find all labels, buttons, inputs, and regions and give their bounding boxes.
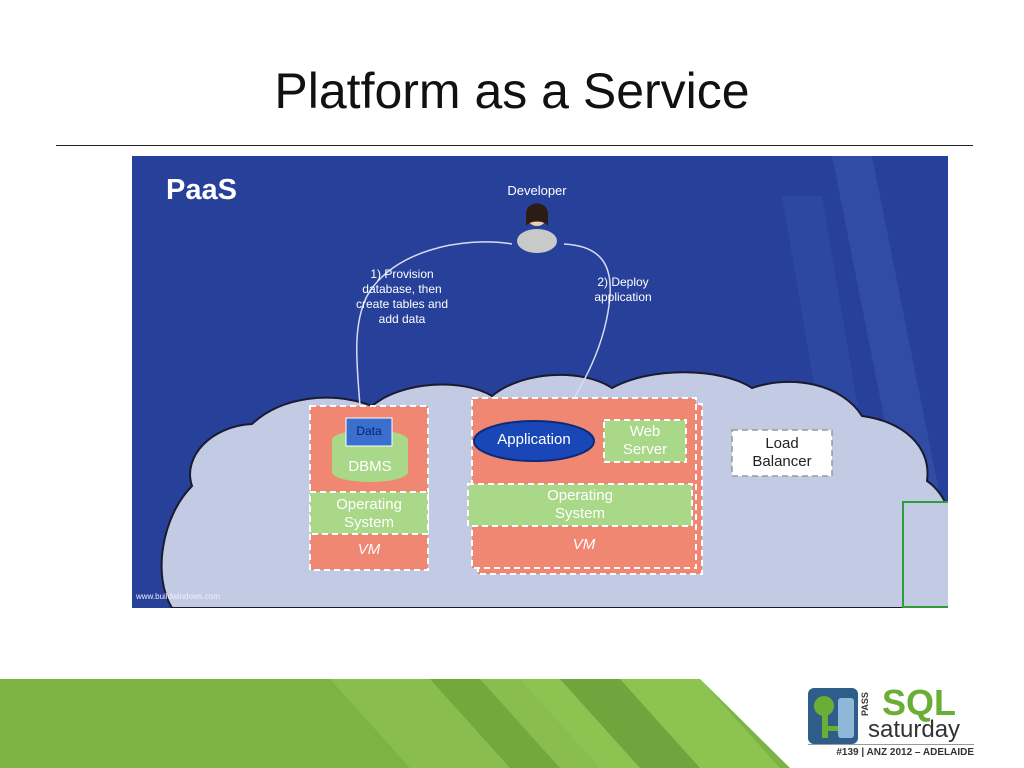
web-server-line: Server xyxy=(622,441,668,458)
os-left-line: System xyxy=(343,514,394,531)
developer-icon xyxy=(517,203,557,253)
step1-line: create tables and xyxy=(355,297,449,311)
logo-key-icon xyxy=(808,688,858,744)
load-balancer-label: Load Balancer xyxy=(732,435,832,471)
step1-line: 1) Provision xyxy=(370,267,434,281)
logo-saturday: saturday xyxy=(868,716,961,743)
logo-event: #139 | ANZ 2012 – ADELAIDE xyxy=(808,744,974,758)
os-left-line: Operating xyxy=(336,496,402,513)
slide-title: Platform as a Service xyxy=(274,63,750,119)
os-left-label: Operating System xyxy=(310,496,428,532)
os-right-line: System xyxy=(554,505,605,522)
vm-right-label: VM xyxy=(572,536,596,553)
os-right-line: Operating xyxy=(547,487,613,504)
load-balancer-box xyxy=(731,429,833,477)
paas-diagram: PaaS Developer 1) Provision database, th… xyxy=(132,156,948,608)
title-divider xyxy=(56,145,973,146)
vm-left-label: VM xyxy=(357,541,381,558)
footer-band xyxy=(0,679,790,768)
diagram-graphics xyxy=(160,156,948,608)
step1-line: add data xyxy=(378,312,426,326)
step2-line: application xyxy=(594,290,652,304)
data-label: Data xyxy=(356,424,382,438)
step2-label: 2) Deploy application xyxy=(578,275,668,305)
left-vm-stack xyxy=(309,405,429,571)
logo-pass: PASS xyxy=(860,692,870,716)
application-label: Application xyxy=(497,431,571,448)
source-credit: www.buildwindows.com xyxy=(136,592,221,601)
dbms-label: DBMS xyxy=(348,458,392,475)
step2-line: 2) Deploy xyxy=(597,275,649,289)
green-accent-inner xyxy=(904,503,948,606)
web-server-label: Web Server xyxy=(604,423,686,459)
arrow-provision xyxy=(355,241,513,407)
right-vm-stack xyxy=(467,397,703,575)
sql-saturday-logo: PASS SQL saturday #139 | ANZ 2012 – ADEL… xyxy=(808,682,974,762)
load-balancer-line: Balancer xyxy=(752,453,812,470)
step1-line: database, then xyxy=(362,282,442,296)
paas-heading: PaaS xyxy=(166,174,237,206)
step1-label: 1) Provision database, then create table… xyxy=(342,267,462,327)
load-balancer-line: Load xyxy=(765,435,799,452)
logo-sql: SQL xyxy=(882,682,957,723)
os-right-label: Operating System xyxy=(468,487,692,523)
footer-streak xyxy=(430,679,560,768)
developer-label: Developer xyxy=(507,183,567,198)
arrow-deploy xyxy=(561,243,611,419)
footer-streak xyxy=(560,679,700,768)
web-server-line: Web xyxy=(629,423,661,440)
